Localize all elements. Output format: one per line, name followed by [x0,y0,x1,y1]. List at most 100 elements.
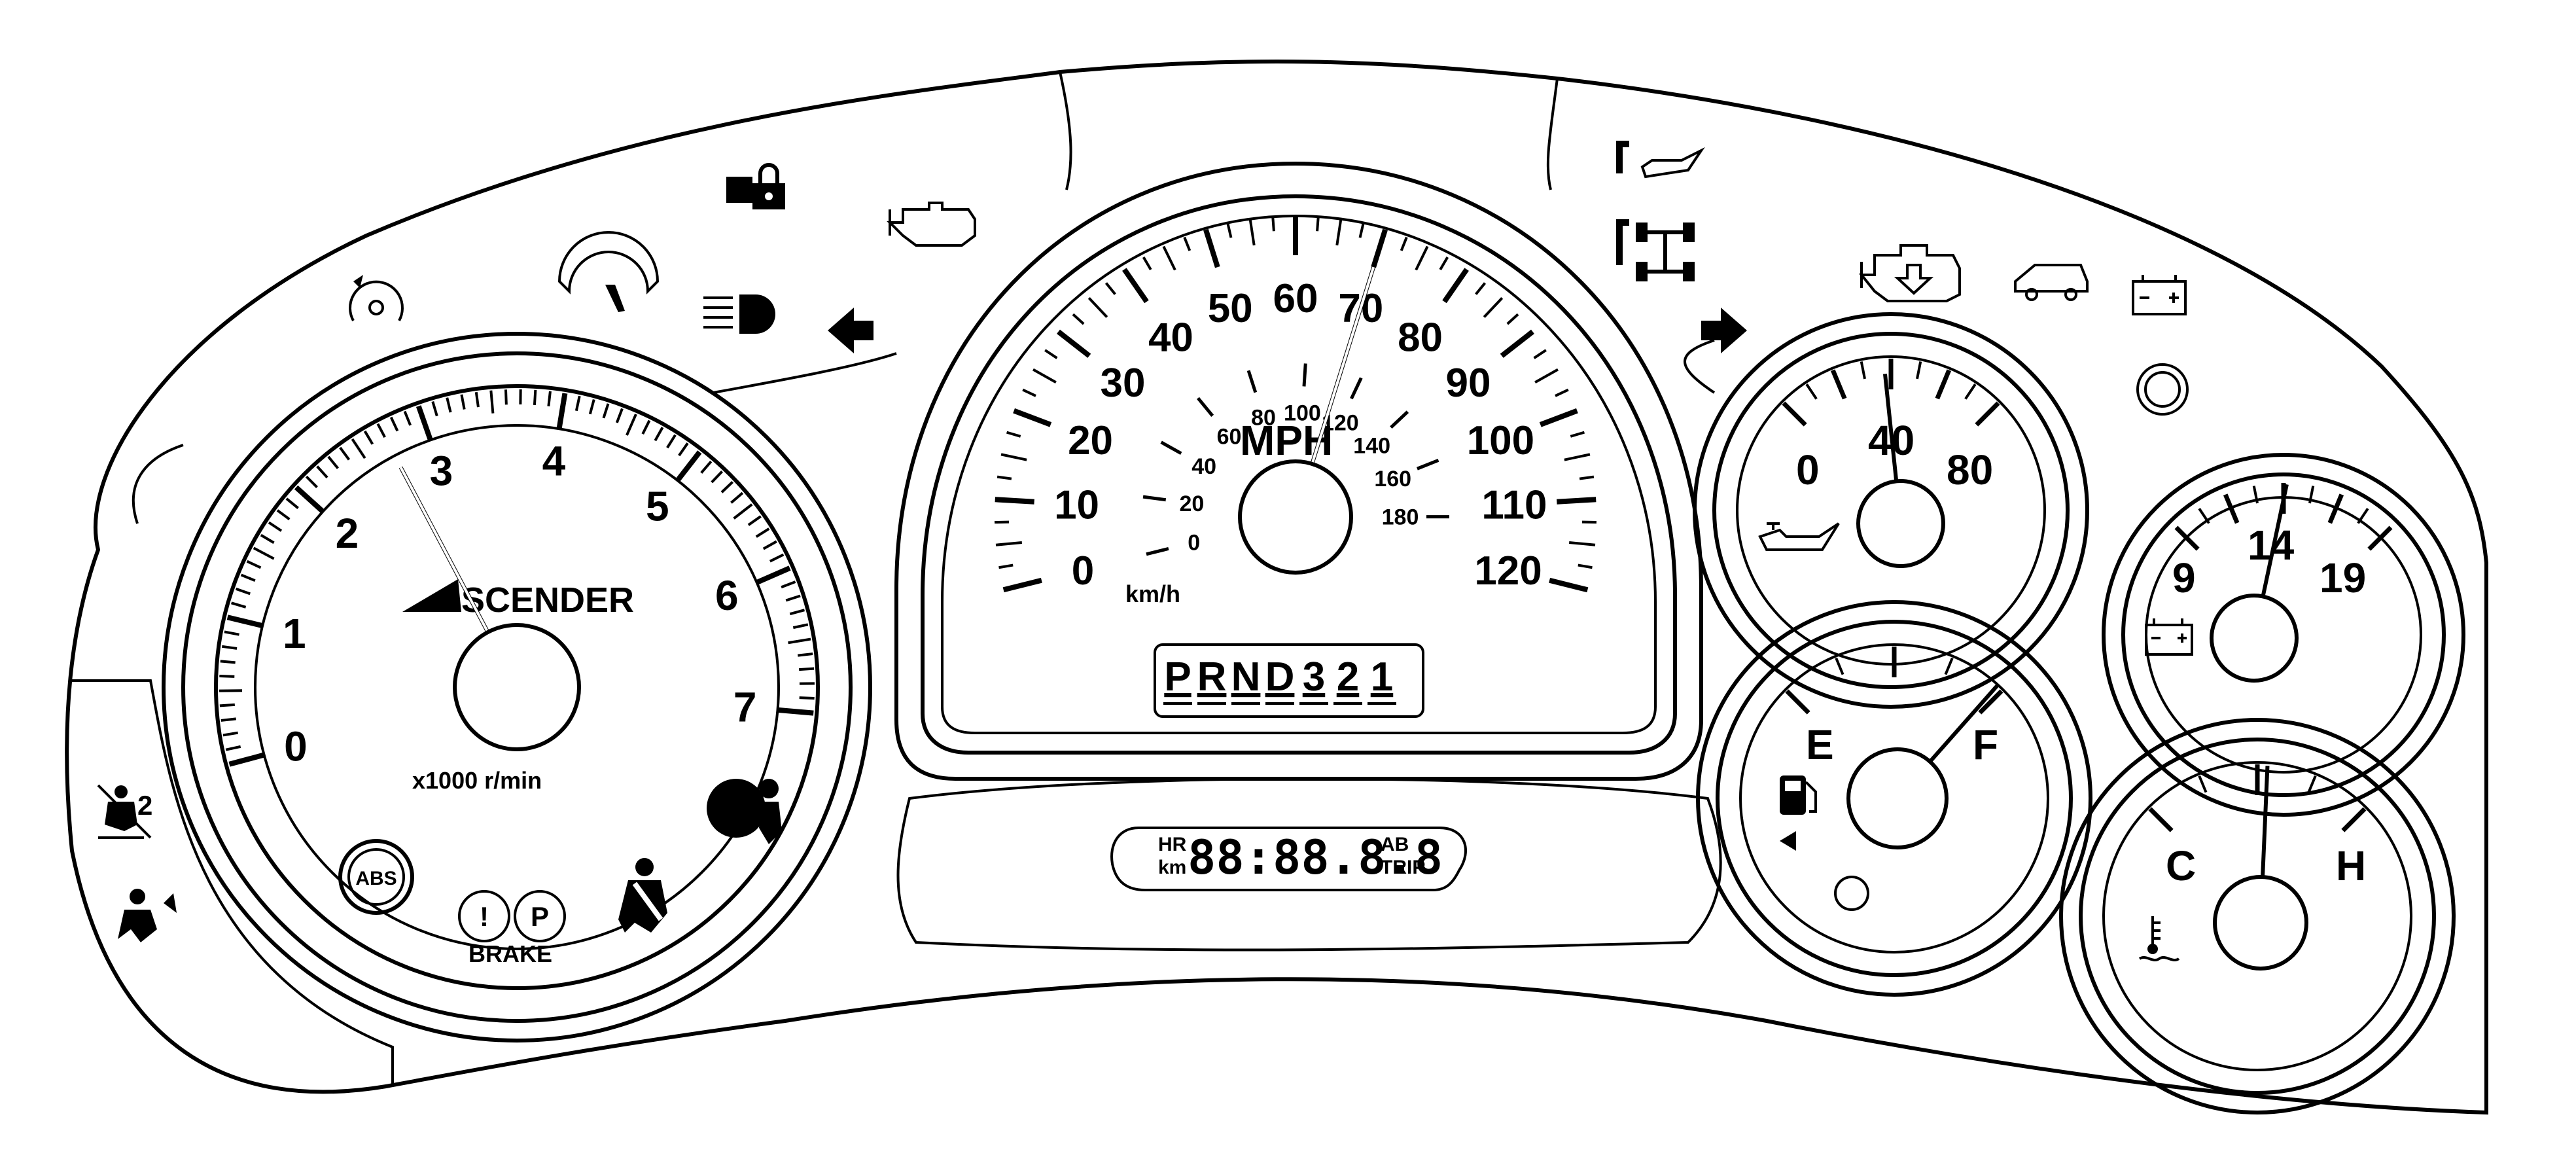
tach-tick [405,412,411,425]
gauge-tick [2343,809,2365,830]
fuel-door-arrow-icon [1780,831,1796,851]
reduced-engine-power-icon [1861,245,1960,301]
odo-km-label: km [1158,857,1186,878]
gear-letter: R [1197,654,1227,700]
tach-tick [254,548,274,558]
gauge-tick [1977,403,1998,425]
mph-tick [1569,543,1595,545]
mph-tick [1023,390,1036,396]
airbag-icon [707,779,782,844]
mph-tick [1014,411,1051,425]
mph-tick-label: 60 [1273,276,1318,321]
odo-ab-label: AB [1381,834,1409,855]
tach-unit-label: x1000 r/min [412,767,542,794]
right-turn-arrow-icon [1701,308,1747,353]
gear-letter: 2 [1337,654,1359,700]
mph-tick [1445,270,1467,302]
gauge-tick [1937,370,1949,399]
mph-tick [997,477,1012,479]
fuel-full-label: F [1973,721,1998,768]
gear-letter: 3 [1303,654,1325,700]
abs-label: ABS [355,868,397,889]
traction-control-icon [2138,365,2187,414]
battery-icon [2133,275,2185,314]
cruise-control-icon [350,275,402,321]
gauge-tick [1966,384,1975,399]
abs-icon: ABS [340,841,412,913]
gear-letter: 1 [1371,654,1393,700]
tach-tick [786,596,800,600]
fuel-gauge: E F [1698,602,2091,995]
gauge-tick [2199,776,2206,793]
mph-tick [1440,257,1447,270]
tach-tick [296,488,323,512]
tach-tick [788,639,811,643]
mph-tick [1502,332,1532,356]
tach-tick [352,439,364,458]
volt-tick-label-9: 9 [2172,554,2196,601]
tach-tick [777,710,813,713]
gear-letter: D [1265,654,1295,700]
tach-tick [287,499,298,508]
kmh-tick [1143,497,1166,500]
left-turn-arrow-icon [828,308,873,353]
fuel-pump-icon [1780,775,1816,815]
tach-tick [764,541,777,548]
mph-tick [1564,454,1590,459]
tach-tick [679,443,688,455]
mph-tick [1534,350,1546,358]
tach-tick [432,402,437,416]
oil-tick-label-80: 80 [1947,446,1993,493]
tach-tick [222,647,237,649]
service-4wd-icon [1616,219,1695,281]
mph-tick [1535,370,1558,383]
fuel-economy-icon [559,232,658,312]
tach-tick [261,535,274,543]
tach-tick-label: 0 [284,723,308,770]
tach-tick [576,396,580,410]
tach-tick [277,510,290,520]
mph-tick [1557,499,1596,501]
odo-hr-label: HR [1158,834,1187,855]
temp-hub [2215,877,2306,969]
cluster-housing [67,62,2486,1113]
tach-tick [793,624,807,628]
mph-tick [1579,477,1594,479]
tach-tick [328,457,338,469]
tach-tick [219,676,234,677]
mph-tick [1184,238,1190,251]
kmh-tick-label: 160 [1374,467,1411,491]
mph-tick [1206,230,1218,267]
tach-tick [590,400,594,414]
mph-tick-label: 90 [1445,361,1491,406]
tach-tick-label: 3 [430,448,453,495]
speedo-hub [1240,461,1351,573]
tach-tick [781,582,796,587]
tach-tick [677,452,699,480]
mph-tick-label: 100 [1467,418,1534,463]
tach-tick [627,414,636,435]
oil-tick-label-0: 0 [1796,446,1820,493]
mph-tick [1144,257,1151,270]
passenger-sensing-icon [118,889,177,942]
tach-tick [378,424,385,437]
tach-tick-label: 7 [733,684,757,731]
mph-tick [1337,219,1341,245]
mph-tick [1508,314,1518,324]
mph-tick [1570,433,1584,437]
voltmeter: 9 14 19 [2104,455,2463,815]
check-engine-icon [890,203,975,245]
tach-tick [221,661,236,662]
tach-tick [655,427,662,440]
speedometer: 0102030405060708090100110120 02040608010… [896,164,1701,779]
tach-tick [317,467,327,478]
mph-tick-label: 10 [1054,483,1099,528]
kmh-tick-label: 60 [1217,424,1242,449]
kmh-tick [1351,378,1361,399]
brake-label: BRAKE [468,940,552,967]
volt-tick-label-19: 19 [2320,554,2366,601]
mph-tick-label: 30 [1101,361,1146,406]
tach-tick-label: 2 [336,510,359,557]
kmh-tick-label: 180 [1382,505,1419,530]
gauge-tick [1861,361,1865,378]
